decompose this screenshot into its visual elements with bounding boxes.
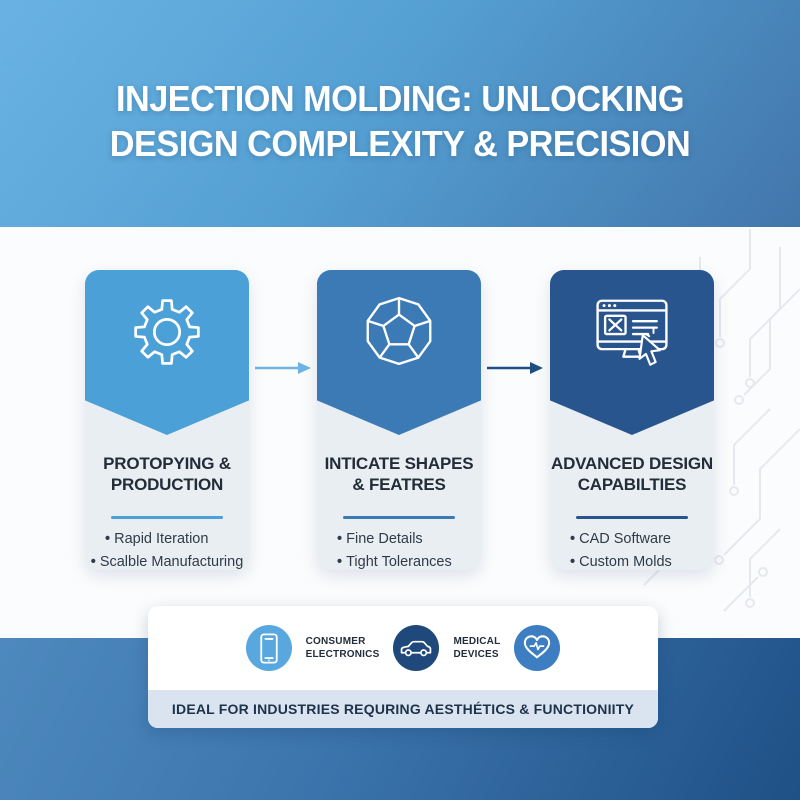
card-intricate-shapes: INTICATE SHAPES & FEATRES Fine Details T… (317, 270, 481, 570)
bullet-text: CAD Software (579, 531, 671, 547)
card-title-line: & FEATRES (352, 475, 446, 495)
bullet-item: CAD Software (570, 528, 694, 551)
industries-card: CONSUMER ELECTRONICS MEDICAL DEVICES (148, 606, 658, 728)
bullet-item: Tight Tolerances (337, 551, 461, 570)
bullet-text: Fine Details (346, 531, 423, 547)
card-title-line: ADVANCED DESIGN (551, 454, 713, 473)
bullet-item: Rapid Iteration (105, 528, 229, 551)
card-header (317, 270, 481, 435)
industries-footer-strip: IDEAL FOR INDUSTRIES REQURING AESTHÉTICS… (148, 690, 658, 728)
card-title: PROTOPYING & PRODUCTION (85, 453, 249, 496)
card-divider (111, 516, 223, 519)
card-header (85, 270, 249, 435)
bullet-item: Scalble Manufacturing (91, 551, 244, 570)
smartphone-icon (259, 632, 278, 664)
industry-label-line: DEVICES (453, 649, 499, 660)
bullet-text: Rapid Iteration (114, 531, 209, 547)
card-bullets: Fine Details Tight Tolerances (317, 528, 481, 570)
card-header (550, 270, 714, 435)
card-title: INTICATE SHAPES & FEATRES (317, 453, 481, 496)
automotive-circle (393, 625, 440, 671)
bullet-text: Custom Molds (579, 554, 672, 570)
car-icon (401, 640, 432, 656)
cad-monitor-cursor-icon (596, 299, 668, 366)
card-divider (343, 516, 455, 519)
card-divider (576, 516, 688, 519)
industry-label-line: CONSUMER (305, 636, 366, 647)
card-title: ADVANCED DESIGN CAPABILTIES (550, 453, 714, 496)
content-section: PROTOPYING & PRODUCTION Rapid Iteration … (0, 227, 800, 638)
hero-banner: INJECTION MOLDING: UNLOCKING DESIGN COMP… (0, 0, 800, 227)
industries-icon-row: CONSUMER ELECTRONICS MEDICAL DEVICES (148, 606, 658, 690)
card-bullets: Rapid Iteration Scalble Manufacturing (85, 528, 249, 570)
bullet-text: Tight Tolerances (346, 554, 452, 570)
gear-icon (134, 299, 200, 365)
medical-circle (514, 625, 561, 671)
industries-footer-text: IDEAL FOR INDUSTRIES REQURING AESTHÉTICS… (171, 701, 635, 717)
card-prototyping-production: PROTOPYING & PRODUCTION Rapid Iteration … (85, 270, 249, 570)
industry-label-line: MEDICAL (453, 636, 501, 647)
industry-label-consumer-electronics: CONSUMER ELECTRONICS (306, 635, 380, 661)
card-title-line: PROTOPYING & (103, 454, 231, 473)
industry-label-line: ELECTRONICS (305, 649, 380, 660)
heart-pulse-icon (524, 635, 551, 659)
card-bullets: CAD Software Custom Molds (550, 528, 714, 570)
consumer-electronics-circle (245, 625, 292, 671)
bullet-item: Custom Molds (570, 551, 694, 570)
page-title: INJECTION MOLDING: UNLOCKING DESIGN COMP… (20, 76, 780, 167)
flow-arrow-right-icon (487, 362, 543, 374)
dodecahedron-icon (366, 296, 432, 366)
page-title-line-2: DESIGN COMPLEXITY & PRECISION (109, 123, 691, 165)
card-advanced-design: ADVANCED DESIGN CAPABILTIES CAD Software… (550, 270, 714, 570)
card-title-line: PRODUCTION (110, 475, 224, 495)
page-title-line-1: INJECTION MOLDING: UNLOCKING (115, 78, 685, 119)
bullet-text: Scalble Manufacturing (99, 554, 244, 570)
bullet-item: Fine Details (337, 528, 461, 551)
flow-arrow-right-icon (255, 362, 311, 374)
card-title-line: INTICATE SHAPES (324, 454, 474, 473)
industry-label-medical-devices: MEDICAL DEVICES (453, 635, 500, 661)
card-title-line: CAPABILTIES (577, 475, 687, 495)
